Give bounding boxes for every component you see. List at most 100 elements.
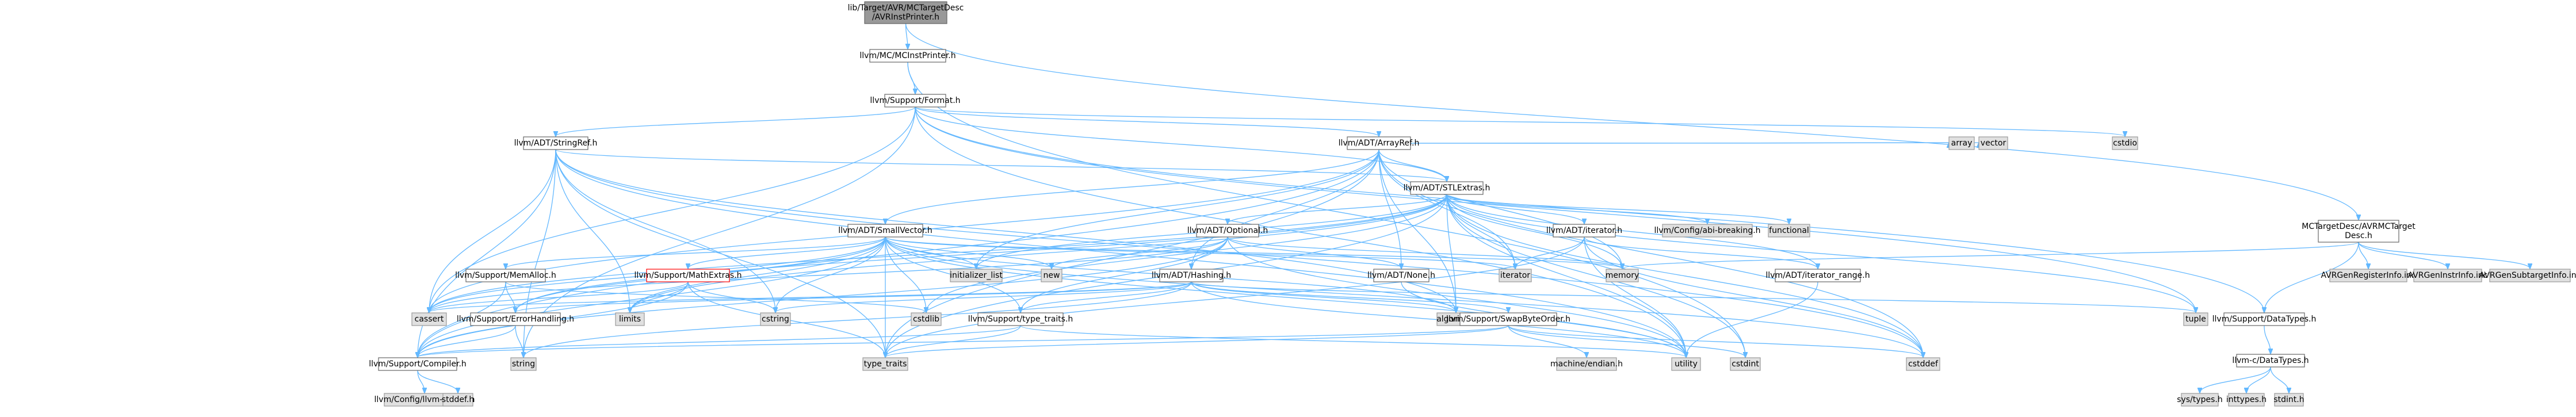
node-errorhandling[interactable]: llvm/Support/ErrorHandling.h [457, 312, 574, 326]
node-iterator[interactable]: iterator [1499, 269, 1532, 282]
edge-swapbyteorder-to-cstdint [1508, 325, 1745, 357]
edge-stringref-to-utility [555, 149, 1686, 357]
node-label: functional [1769, 226, 1809, 235]
node-new[interactable]: new [1041, 269, 1062, 282]
edge-optional-to-typetraits_llvm [1021, 236, 1228, 312]
node-cstddef[interactable]: cstddef [1906, 357, 1940, 371]
node-stddef[interactable]: stddef.h [442, 393, 474, 407]
edge-stlextras-to-utility [1446, 194, 1686, 357]
node-hashing[interactable]: llvm/ADT/Hashing.h [1152, 269, 1231, 282]
edge-hashing-to-swapbyteorder [1191, 281, 1508, 312]
node-box [1373, 269, 1430, 282]
edge-format-to-arrayref [915, 106, 1379, 136]
node-swapbyteorder[interactable]: llvm/Support/SwapByteOrder.h [1446, 312, 1570, 326]
edge-stringref-to-cassert [429, 149, 556, 312]
node-datatypes[interactable]: llvm/Support/DataTypes.h [2212, 312, 2317, 326]
node-box [1606, 269, 1639, 282]
edge-format-to-tuple [915, 106, 2196, 312]
node-systypes[interactable]: sys/types.h [2177, 393, 2223, 407]
node-label: array [1951, 139, 1973, 148]
edge-smallvector-to-mathextras [688, 236, 886, 269]
edge-hashing-to-typetraits_llvm [1021, 281, 1192, 312]
node-mcinstprinter[interactable]: llvm/MC/MCInstPrinter.h [859, 49, 956, 63]
node-functional[interactable]: functional [1768, 224, 1810, 238]
edge-smallvector-to-cstddef [885, 236, 1923, 357]
node-llvmc_datatypes[interactable]: llvm-c/DataTypes.h [2232, 354, 2309, 368]
node-type_traits[interactable]: type_traits [862, 357, 908, 371]
node-initlist[interactable]: initializer_list [950, 269, 1003, 282]
edge-arrayref-to-algorithm [1378, 149, 1456, 312]
node-cstdlib[interactable]: cstdlib [911, 312, 942, 326]
node-box [2223, 312, 2305, 326]
edge-format-to-cassert [429, 106, 916, 312]
node-stringref[interactable]: llvm/ADT/StringRef.h [514, 136, 598, 150]
node-box [378, 357, 457, 371]
node-avrsubtarget[interactable]: AVRGenSubtargetInfo.inc [2479, 269, 2576, 282]
node-root[interactable]: lib/Target/AVR/MCTargetDesc/AVRInstPrint… [848, 1, 964, 24]
node-mathextras[interactable]: llvm/Support/MathExtras.h [634, 269, 742, 282]
edge-stringref-to-type_traits [555, 149, 885, 357]
edge-mathextras-to-limits [630, 281, 689, 312]
node-label: stdint.h [2273, 395, 2304, 404]
node-box [2183, 312, 2208, 326]
edge-smallvector-to-new [885, 236, 1052, 269]
node-box [1978, 136, 2008, 150]
node-vector[interactable]: vector [1978, 136, 2008, 150]
node-optional[interactable]: llvm/ADT/Optional.h [1187, 224, 1268, 238]
node-cassert[interactable]: cassert [411, 312, 447, 326]
edge-hashing-to-string [523, 281, 1192, 357]
node-box [2181, 393, 2219, 407]
node-abibreaking[interactable]: llvm/Config/abi-breaking.h [1654, 224, 1761, 238]
node-label: cstdlib [913, 315, 939, 324]
node-iterrange[interactable]: llvm/ADT/iterator_range.h [1765, 269, 1870, 282]
edge-root-to-mctargetdesc [905, 23, 2359, 220]
node-smallvector[interactable]: llvm/ADT/SmallVector.h [838, 224, 932, 238]
node-cstring[interactable]: cstring [760, 312, 791, 326]
node-box [911, 312, 942, 326]
edge-stlextras-to-iteratorh [1446, 194, 1584, 224]
node-stlextras[interactable]: llvm/ADT/STLExtras.h [1404, 181, 1490, 195]
node-format[interactable]: llvm/Support/Format.h [870, 94, 961, 108]
node-inttypes[interactable]: inttypes.h [2226, 393, 2267, 407]
node-label: llvm/Support/Format.h [870, 96, 960, 105]
node-label: llvm/ADT/iterator_range.h [1765, 271, 1870, 280]
edge-compiler-to-stddef [417, 370, 458, 393]
node-label: Desc.h [2345, 231, 2372, 240]
node-limits[interactable]: limits [615, 312, 645, 326]
node-tuple[interactable]: tuple [2183, 312, 2208, 326]
node-box [2318, 220, 2399, 243]
node-avrregister[interactable]: AVRGenRegisterInfo.inc [2321, 269, 2416, 282]
node-string[interactable]: string [510, 357, 537, 371]
edge-optional-to-memory [1227, 236, 1622, 269]
node-none[interactable]: llvm/ADT/None.h [1367, 269, 1435, 282]
edge-smallvector-to-limits [630, 236, 886, 312]
node-label: type_traits [864, 359, 907, 369]
node-box [1410, 181, 1484, 195]
edge-llvmc_datatypes-to-inttypes [2246, 366, 2271, 393]
node-typetraits_llvm[interactable]: llvm/Support/type_traits.h [968, 312, 1073, 326]
node-label: llvm/Support/MemAlloc.h [455, 271, 556, 280]
node-box [864, 1, 947, 24]
edge-mctargetdesc-to-avrsubtarget [2358, 242, 2530, 269]
edge-optional-to-cassert [429, 236, 1228, 312]
node-stdint[interactable]: stdint.h [2273, 393, 2304, 407]
node-iteratorh[interactable]: llvm/ADT/iterator.h [1546, 224, 1622, 238]
node-box [470, 312, 561, 326]
node-cstdio[interactable]: cstdio [2112, 136, 2138, 150]
node-box [869, 49, 946, 63]
node-cstdint[interactable]: cstdint [1730, 357, 1761, 371]
node-avrinstr[interactable]: AVRGenInstrInfo.inc [2407, 269, 2488, 282]
node-compiler[interactable]: llvm/Support/Compiler.h [369, 357, 467, 371]
edge-smallvector-to-cstdlib [885, 236, 926, 312]
node-utility[interactable]: utility [1671, 357, 1701, 371]
edge-stringref-to-stlextras [555, 149, 1447, 181]
node-array[interactable]: array [1948, 136, 1975, 150]
node-label: cassert [415, 315, 444, 324]
edge-smallvector-to-memalloc [506, 236, 886, 269]
node-label: llvm/ADT/StringRef.h [514, 139, 598, 148]
node-arrayref[interactable]: llvm/ADT/ArrayRef.h [1339, 136, 1420, 150]
node-memalloc[interactable]: llvm/Support/MemAlloc.h [455, 269, 556, 282]
node-memory[interactable]: memory [1606, 269, 1639, 282]
node-machineendian[interactable]: machine/endian.h [1550, 357, 1623, 371]
